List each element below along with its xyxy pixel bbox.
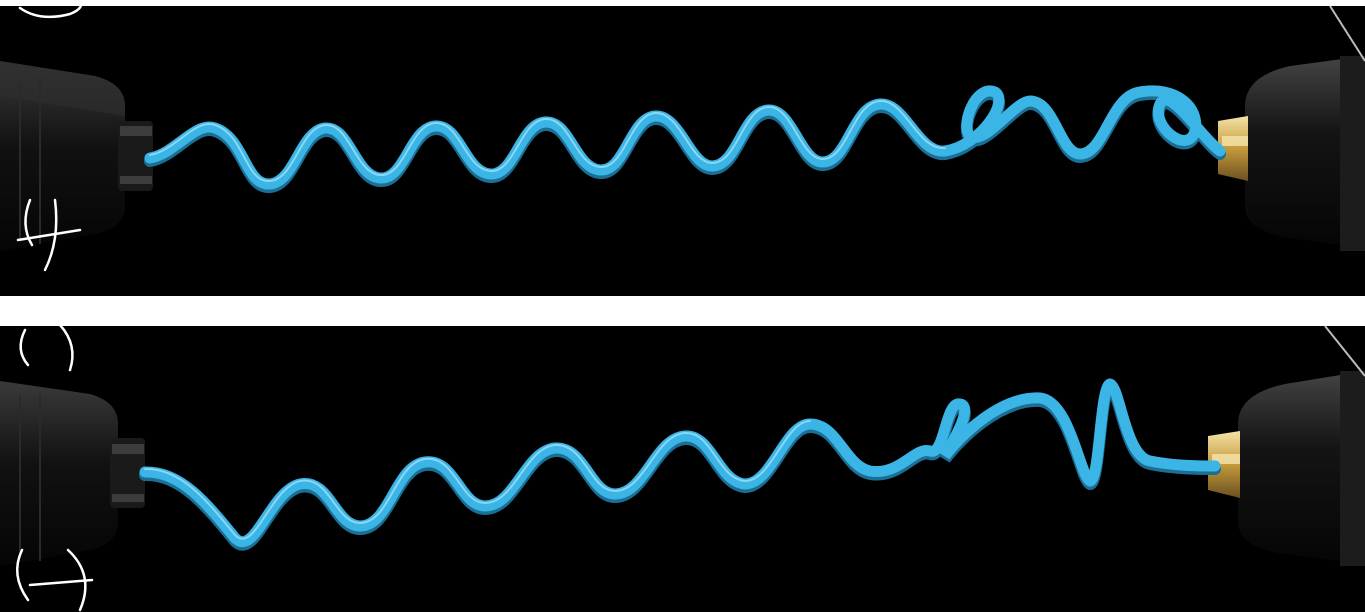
- right-chuck: [1218, 6, 1365, 251]
- bottom-panel: [0, 326, 1365, 612]
- top-wire: [144, 85, 1226, 193]
- right-chuck: [1208, 326, 1365, 566]
- left-chuck: [0, 61, 153, 251]
- bottom-wire: [139, 378, 1221, 551]
- top-panel: [0, 6, 1365, 296]
- left-chuck: [0, 381, 145, 566]
- top-panel-scene: [0, 6, 1365, 251]
- bottom-panel-scene: [0, 326, 1365, 566]
